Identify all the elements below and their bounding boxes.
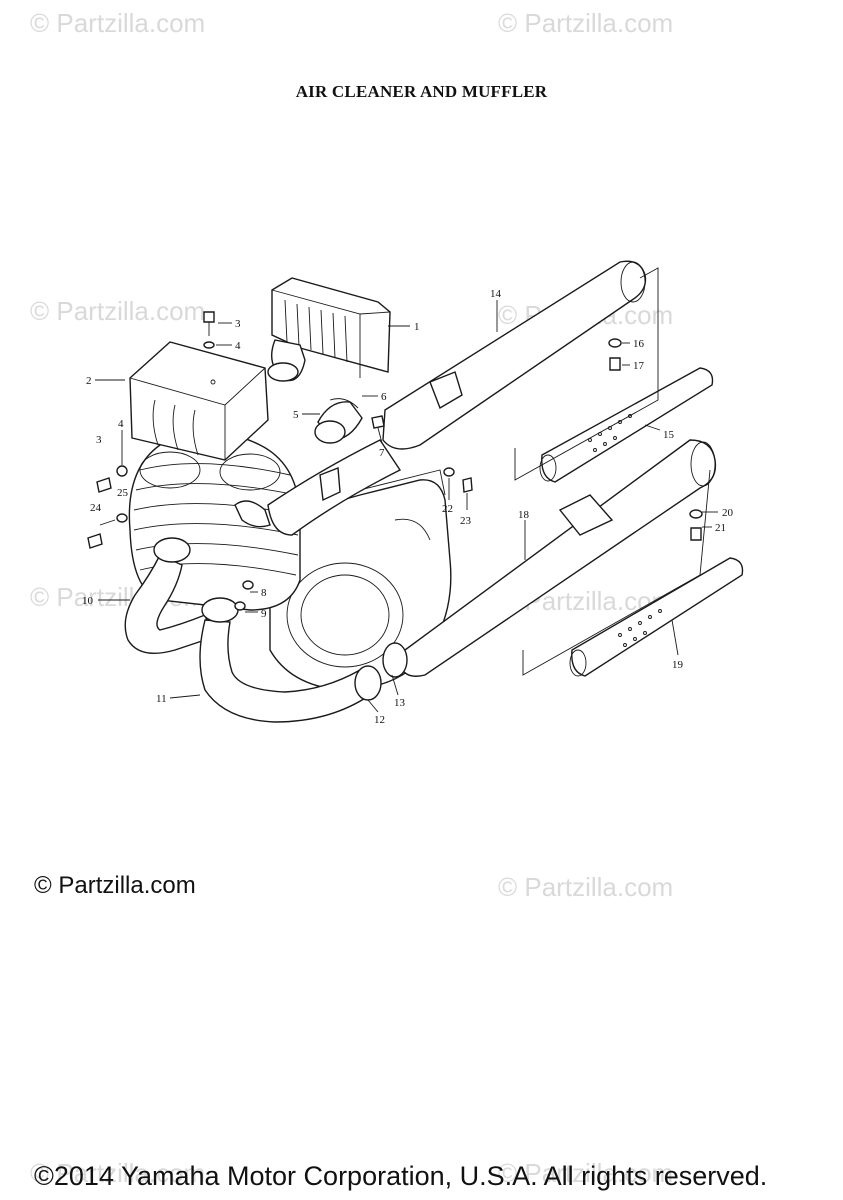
callout-24: 24 (90, 502, 102, 514)
callout-2: 2 (86, 375, 92, 387)
leader-lines (95, 300, 718, 713)
copyright-partzilla: © Partzilla.com (34, 872, 196, 899)
callout-21: 21 (715, 522, 726, 534)
callout-12: 12 (374, 714, 385, 726)
callout-10: 10 (82, 595, 94, 607)
callout-15: 15 (663, 429, 675, 441)
callout-22: 22 (442, 503, 453, 515)
callout-18: 18 (518, 509, 530, 521)
callout-17: 17 (633, 360, 645, 372)
lower-muffler (382, 439, 717, 678)
callout-16: 16 (633, 338, 645, 350)
copyright-yamaha: ©2014 Yamaha Motor Corporation, U.S.A. A… (34, 1161, 768, 1191)
callout-19: 19 (672, 659, 684, 671)
callout-14: 14 (490, 288, 502, 300)
callout-6: 6 (381, 391, 387, 403)
exhaust-pipes (124, 500, 382, 723)
baffle-tube-upper (539, 367, 714, 483)
watermark: © Partzilla.com (498, 1158, 674, 1188)
callout-4: 4 (235, 340, 241, 352)
assembly-brackets (514, 267, 711, 676)
callout-labels: 1 2 3 4 3 4 5 6 7 8 9 10 11 12 13 14 15 … (82, 288, 734, 726)
callout-1: 1 (414, 321, 420, 333)
watermark: © Partzilla.com (30, 296, 206, 326)
watermark: © Partzilla.com (30, 1158, 206, 1188)
baffle-tube-lower (569, 557, 744, 677)
callout-11: 11 (156, 693, 167, 705)
watermark: © Partzilla.com (498, 872, 674, 902)
callout-4b: 4 (118, 418, 124, 430)
intake-joint (314, 398, 363, 444)
callout-7: 7 (379, 447, 385, 459)
air-filter-element (267, 277, 391, 382)
callout-3b: 3 (96, 434, 102, 446)
upper-muffler (267, 260, 647, 536)
callout-20: 20 (722, 507, 734, 519)
callout-23: 23 (460, 515, 472, 527)
watermark: © Partzilla.com (30, 8, 206, 38)
callout-5: 5 (293, 409, 299, 421)
fasteners (87, 311, 703, 611)
callout-25: 25 (117, 487, 129, 499)
watermark: © Partzilla.com (498, 8, 674, 38)
air-cleaner-case (129, 341, 269, 461)
callout-8: 8 (261, 587, 267, 599)
callout-13: 13 (394, 697, 406, 709)
callout-3: 3 (235, 318, 241, 330)
page-title: AIR CLEANER AND MUFFLER (295, 82, 548, 101)
callout-9: 9 (261, 608, 267, 620)
